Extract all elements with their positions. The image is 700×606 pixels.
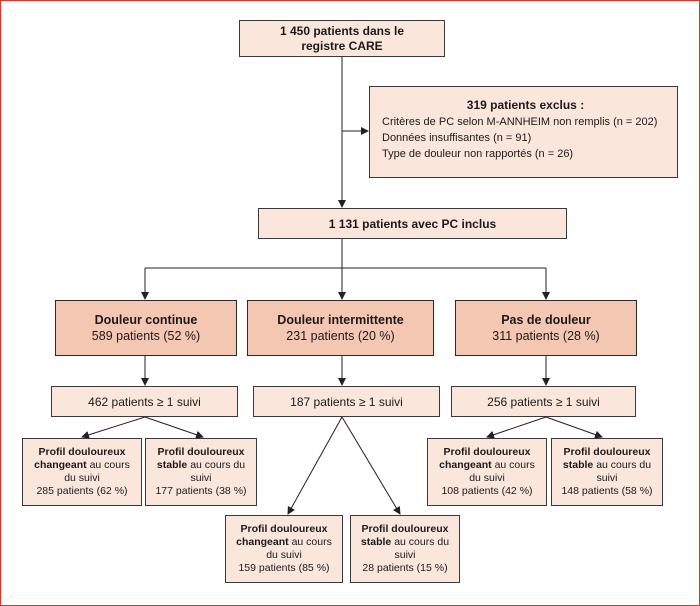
profile-rest: au cours du suivi	[266, 536, 332, 561]
group-count: 311 patients (28 %)	[492, 329, 600, 343]
arrow-none-changing	[486, 416, 547, 439]
profile-intermittent-stable-box: Profil douloureux stable au cours du sui…	[350, 515, 460, 583]
followup-intermittent-box: 187 patients ≥ 1 suivi	[253, 386, 440, 417]
profile-bold: Profil douloureux changeant	[34, 446, 126, 471]
profile-count: 148 patients (58 %)	[561, 485, 653, 497]
profile-count: 28 patients (15 %)	[362, 562, 448, 574]
profile-bold: Profil douloureux changeant	[236, 523, 328, 548]
profile-rest: au cours du suivi	[394, 536, 450, 561]
registry-line1: 1 450 patients dans le	[279, 23, 405, 38]
excluded-reason: Type de douleur non rapportés (n = 26)	[382, 148, 574, 160]
excluded-reason: Critères de PC selon M-ANNHEIM non rempl…	[382, 116, 658, 128]
profile-none-changing-box: Profil douloureux changeant au cours du …	[427, 438, 547, 506]
profile-rest: au cours du suivi	[596, 459, 652, 484]
profile-continue-changing-box: Profil douloureux changeant au cours du …	[22, 438, 142, 506]
profile-rest: au cours du suivi	[190, 459, 246, 484]
followup-label: 256 patients ≥ 1 suivi	[487, 394, 600, 409]
profile-bold: Profil douloureux stable	[562, 446, 651, 471]
profile-count: 177 patients (38 %)	[155, 485, 247, 497]
group-name: Douleur continue	[94, 313, 198, 327]
registry-box: 1 450 patients dans le registre CARE	[239, 20, 445, 57]
group-count: 231 patients (20 %)	[286, 329, 395, 343]
profile-bold: Profil douloureux changeant	[439, 446, 531, 471]
arrow-intermittent-changing	[287, 416, 343, 515]
arrow-continue-changing	[81, 416, 146, 439]
profile-count: 159 patients (85 %)	[238, 562, 330, 574]
profile-rest: au cours du suivi	[469, 459, 535, 484]
group-name: Douleur intermittente	[277, 313, 404, 327]
profile-continue-stable-box: Profil douloureux stable au cours du sui…	[145, 438, 257, 506]
group-intermittent-box: Douleur intermittente 231 patients (20 %…	[247, 300, 434, 356]
followup-label: 462 patients ≥ 1 suivi	[88, 394, 201, 409]
profile-count: 108 patients (42 %)	[441, 485, 533, 497]
profile-none-stable-box: Profil douloureux stable au cours du sui…	[551, 438, 663, 506]
followup-none-box: 256 patients ≥ 1 suivi	[451, 386, 636, 417]
followup-continue-box: 462 patients ≥ 1 suivi	[51, 386, 238, 417]
group-count: 589 patients (52 %)	[91, 329, 201, 343]
followup-label: 187 patients ≥ 1 suivi	[290, 394, 403, 409]
excluded-reason: Données insuffisantes (n = 91)	[382, 132, 532, 144]
included-label: 1 131 patients avec PC inclus	[328, 216, 497, 231]
profile-bold: Profil douloureux stable	[156, 446, 245, 471]
group-name: Pas de douleur	[501, 313, 591, 327]
registry-line2: registre CARE	[301, 38, 383, 53]
profile-intermittent-changing-box: Profil douloureux changeant au cours du …	[225, 515, 343, 583]
profile-count: 285 patients (62 %)	[36, 485, 128, 497]
group-none-box: Pas de douleur 311 patients (28 %)	[455, 300, 637, 356]
group-continue-box: Douleur continue 589 patients (52 %)	[55, 300, 237, 356]
arrow-intermittent-stable	[341, 416, 401, 515]
included-box: 1 131 patients avec PC inclus	[258, 208, 567, 239]
excluded-title: 319 patients exclus :	[466, 98, 585, 112]
profile-rest: au cours du suivi	[64, 459, 130, 484]
profile-bold: Profil douloureux stable	[360, 523, 449, 548]
arrow-none-stable	[545, 416, 603, 439]
excluded-box: 319 patients exclus : Critères de PC sel…	[369, 86, 678, 178]
arrow-continue-stable	[144, 416, 204, 439]
